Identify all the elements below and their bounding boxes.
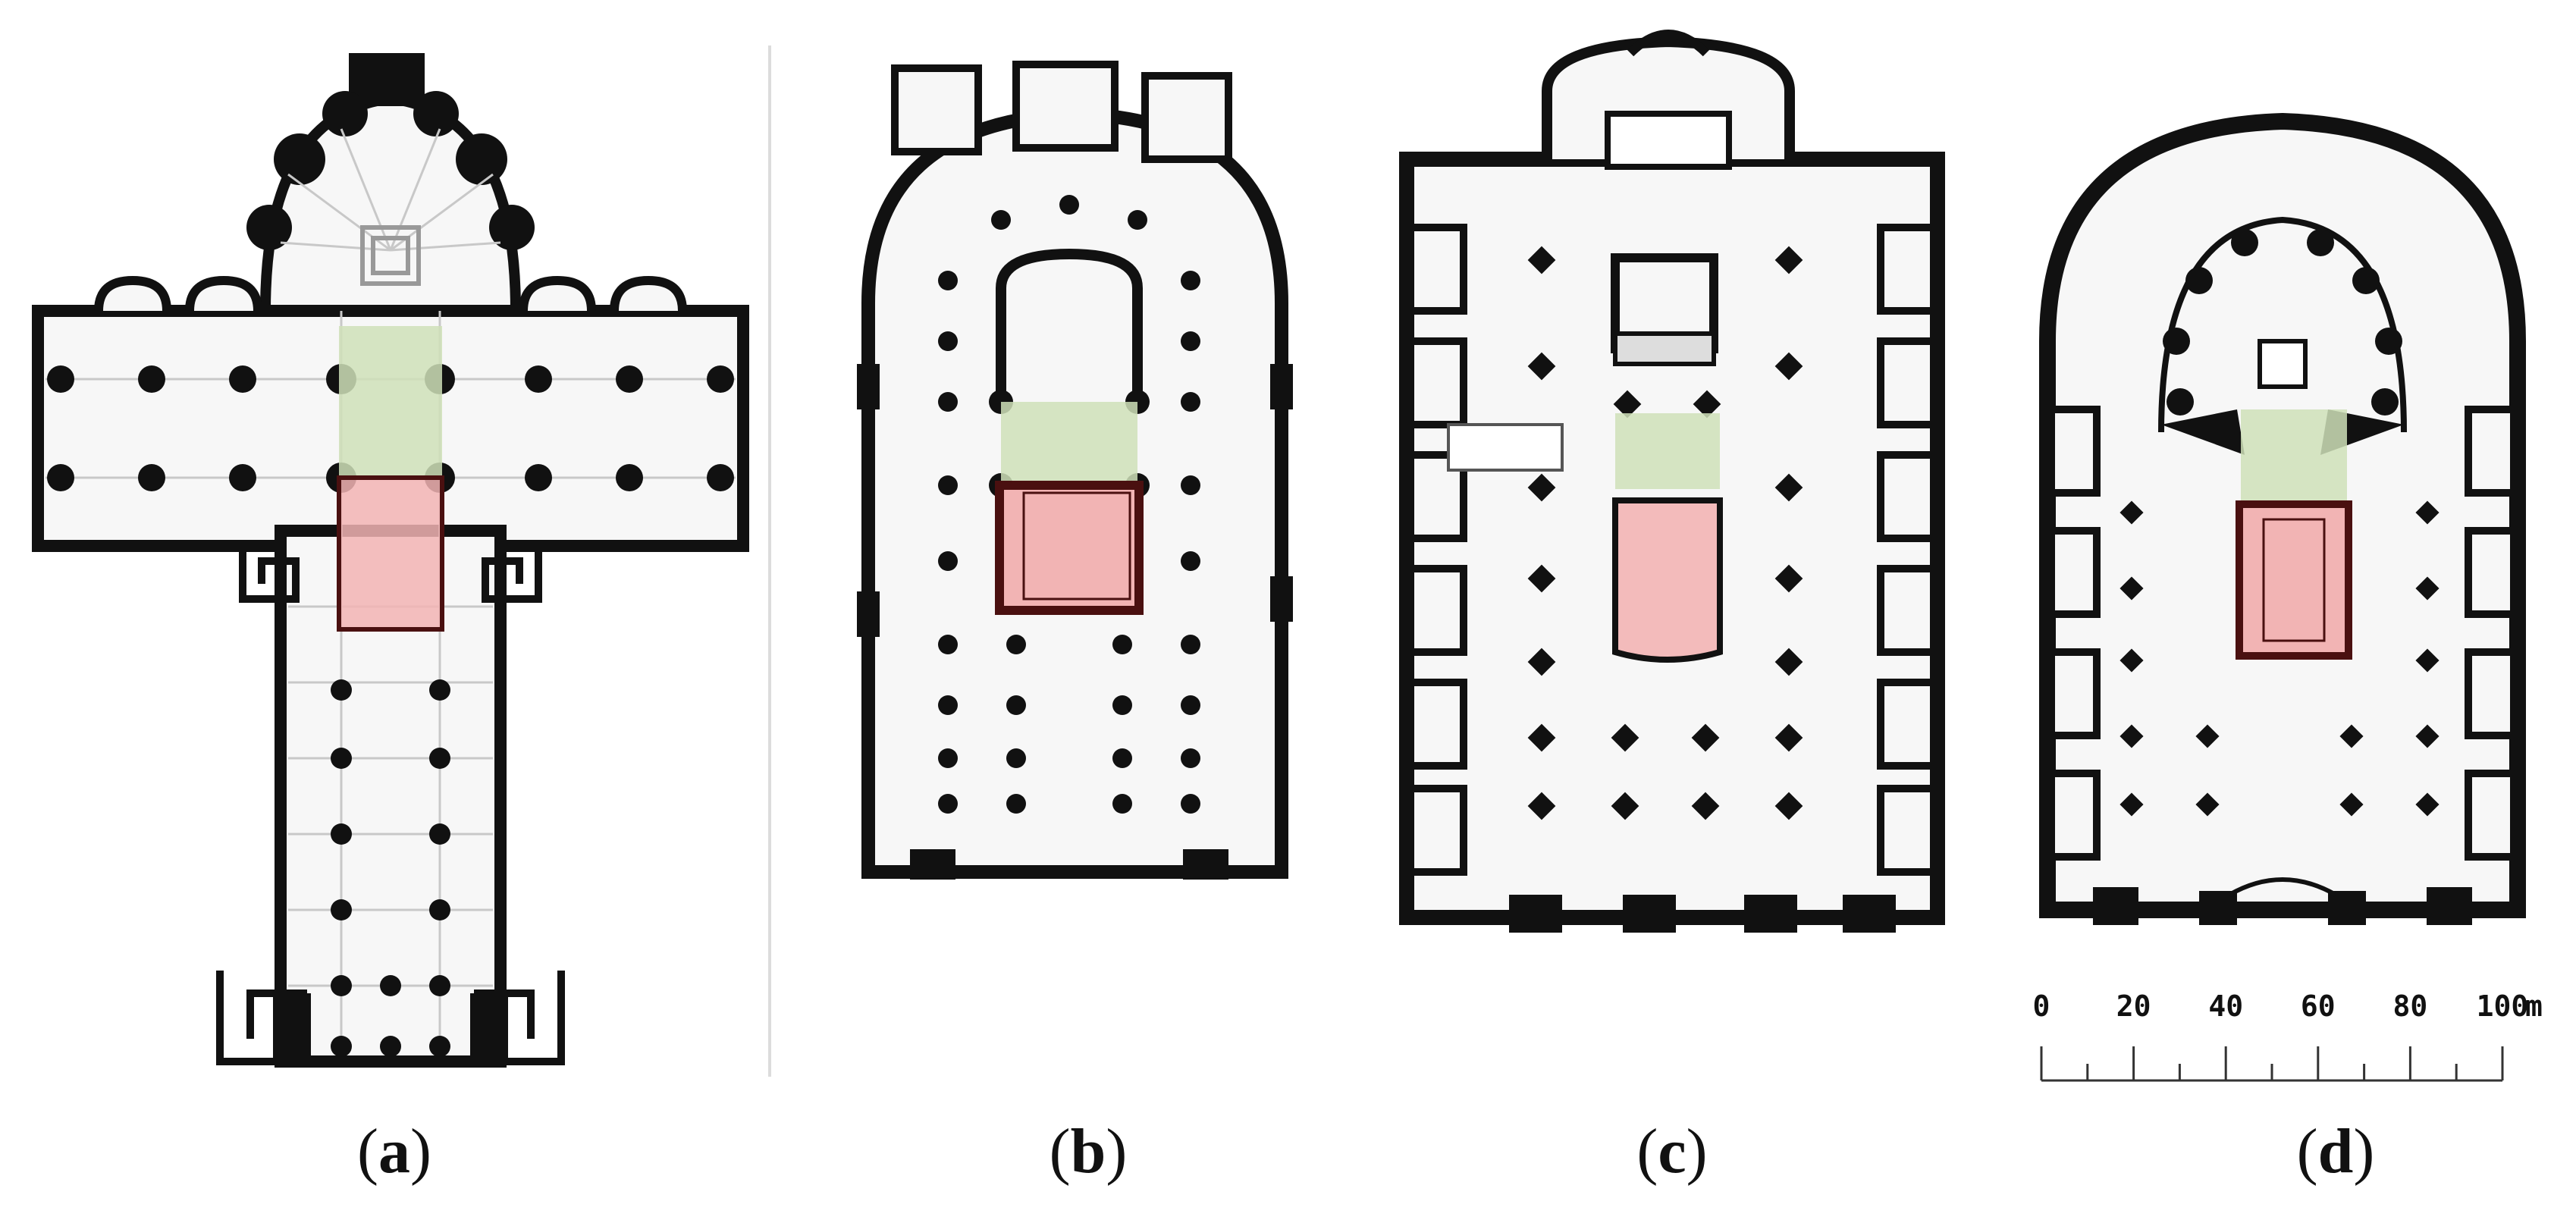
scale-bar-label: 0 (2033, 989, 2050, 1023)
plan-b-basilica (857, 61, 1293, 880)
plan-c-columns (1527, 246, 1803, 820)
plan-c-crossing-zone (1615, 413, 1720, 489)
plan-c-nave-zone (1612, 497, 1723, 663)
plan-d-ring-columns (2163, 229, 2402, 416)
plan-a-crossing-zone (339, 326, 442, 478)
scale-bar-ticks (2040, 1046, 2504, 1080)
plan-d-horseshoe-basilica (2039, 112, 2526, 925)
scale-bar-label: 100 (2477, 989, 2529, 1023)
panel-label-a: (a) (357, 1116, 431, 1187)
panel-label-b: (b) (1049, 1116, 1128, 1187)
plan-b-nave-zone (995, 481, 1144, 615)
scale-bar-label: 80 (2393, 989, 2428, 1023)
plan-d-nave-columns (2119, 500, 2440, 817)
scale-bar: 0 20 40 60 80 100 m (2033, 989, 2543, 1082)
scale-bar-label: 20 (2116, 989, 2151, 1023)
panel-label-c: (c) (1636, 1116, 1708, 1187)
scale-bar-unit: m (2525, 989, 2543, 1023)
scale-bar-label: 60 (2301, 989, 2336, 1023)
plan-b-crossing-zone (1001, 402, 1137, 485)
plan-a-latin-cross (32, 53, 749, 1068)
plan-d-nave-zone (2236, 500, 2352, 660)
scale-bar-labels: 0 20 40 60 80 100 (2033, 989, 2529, 1023)
scale-bar-label: 40 (2208, 989, 2243, 1023)
panel-label-d: (d) (2296, 1116, 2375, 1187)
plan-a-nave-zone (337, 475, 444, 632)
plan-c-rectangular-basilica (1399, 30, 1945, 933)
plan-d-crossing-zone (2241, 409, 2347, 504)
